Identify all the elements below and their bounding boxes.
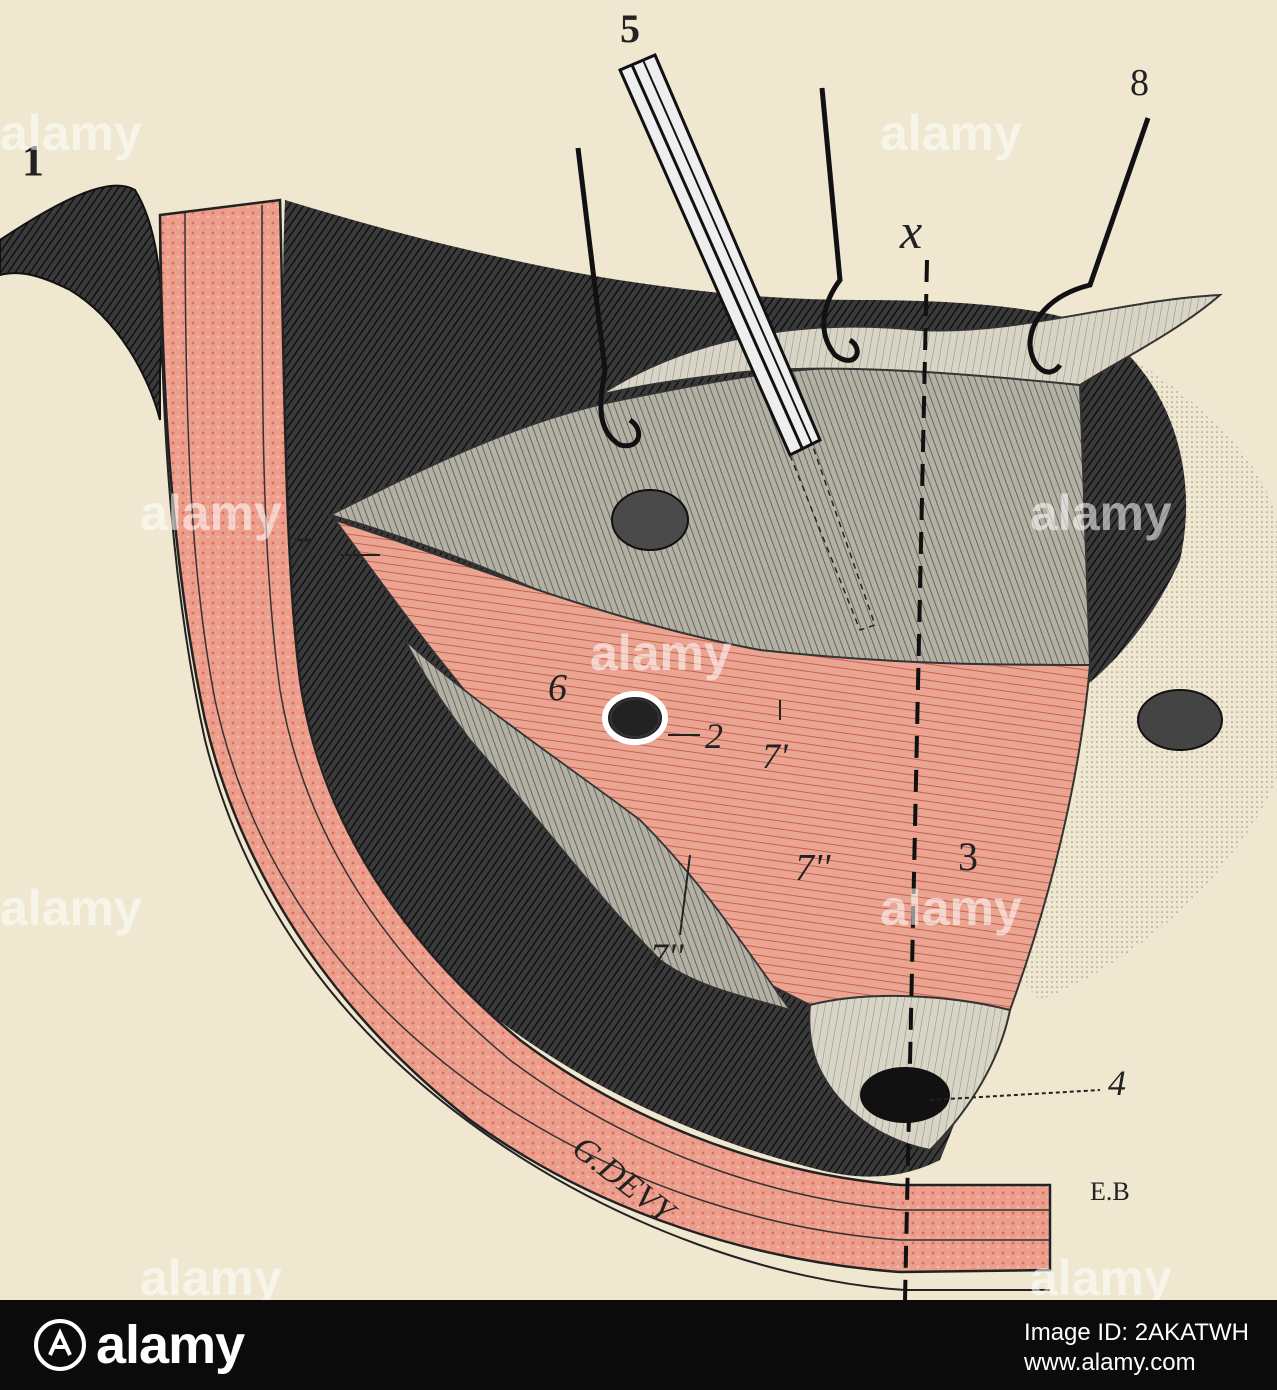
watermark: alamy bbox=[590, 625, 732, 681]
label-3: 3 bbox=[958, 834, 978, 879]
flap-opening bbox=[611, 489, 689, 551]
brand-logo[interactable]: alamy bbox=[34, 1314, 245, 1376]
stock-footer-bar: alamy Image ID: 2AKATWH www.alamy.com bbox=[0, 1300, 1277, 1390]
watermark: alamy bbox=[880, 105, 1022, 161]
hook-middle bbox=[819, 87, 860, 363]
body-wall-inner-line-2 bbox=[261, 204, 1050, 1211]
label-eb: E.B bbox=[1090, 1177, 1130, 1206]
axis-x-line bbox=[903, 259, 929, 1300]
label-8: 8 bbox=[1130, 62, 1149, 104]
label-7-prime: 7' bbox=[762, 736, 789, 776]
image-id: Image ID: 2AKATWH bbox=[1024, 1319, 1249, 1346]
label-7: 7 bbox=[290, 529, 312, 574]
label-7-double-prime-lower: 7'' bbox=[650, 936, 685, 976]
label-6: 6 bbox=[548, 667, 567, 709]
body-wall bbox=[158, 198, 1052, 1274]
dark-spot-4 bbox=[860, 1067, 950, 1123]
watermark: alamy bbox=[140, 1250, 282, 1300]
hook-right-8 bbox=[1027, 117, 1151, 375]
watermark: alamy bbox=[0, 880, 142, 936]
watermark: alamy bbox=[0, 105, 142, 161]
label-1: 1 bbox=[22, 136, 44, 185]
label-7-double-prime: 7'' bbox=[795, 847, 831, 889]
body-wall-outer-line bbox=[159, 214, 1050, 1291]
lower-fold bbox=[404, 639, 793, 1012]
hook-left bbox=[575, 147, 642, 449]
label-4: 4 bbox=[1108, 1063, 1126, 1103]
watermark: alamy bbox=[140, 485, 282, 541]
alamy-logo-icon bbox=[34, 1319, 86, 1371]
outer-tissue-right bbox=[1000, 330, 1277, 1000]
label-x: x bbox=[899, 203, 922, 259]
image-info: Image ID: 2AKATWH www.alamy.com bbox=[1024, 1318, 1249, 1378]
label-2: 2 bbox=[705, 716, 723, 756]
watermark: alamy bbox=[880, 880, 1022, 936]
tube-1 bbox=[0, 184, 163, 421]
watermark: alamy bbox=[1030, 1250, 1172, 1300]
opening-2 bbox=[602, 691, 668, 745]
body-wall-inner-line bbox=[184, 212, 1050, 1241]
label-5: 5 bbox=[620, 6, 640, 51]
right-opening bbox=[1137, 689, 1223, 751]
watermark: alamy bbox=[1030, 485, 1172, 541]
probe-5 bbox=[618, 53, 876, 631]
site-url[interactable]: www.alamy.com bbox=[1024, 1349, 1196, 1376]
anatomical-illustration: 1 5 8 x 7 6 2 7' 7'' 3 7'' 4 G.DEVY E.B … bbox=[0, 6, 1277, 1300]
brand-name: alamy bbox=[96, 1315, 245, 1375]
